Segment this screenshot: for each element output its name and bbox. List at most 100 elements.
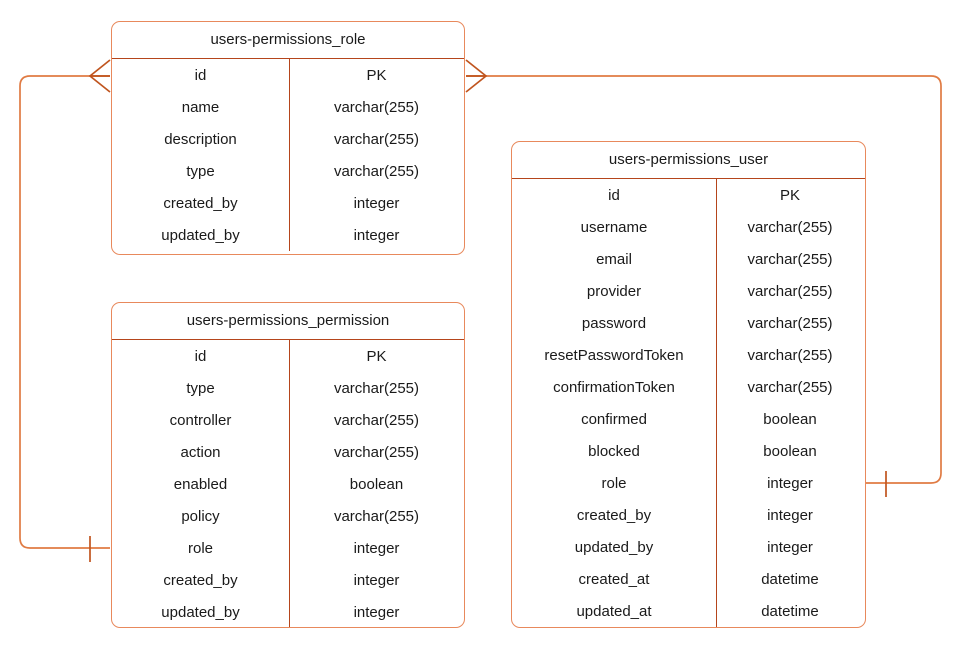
field-name: created_by (163, 194, 238, 212)
crowsfoot-many-right (465, 59, 488, 93)
field-type: boolean (763, 442, 817, 460)
field-row: policy varchar(255) (112, 500, 464, 532)
field-row: created_at datetime (512, 563, 865, 595)
field-name: id (608, 186, 620, 204)
field-type: integer (353, 539, 400, 557)
field-name: provider (586, 282, 642, 300)
field-type: varchar(255) (333, 130, 420, 148)
field-row: id PK (512, 179, 865, 211)
field-row: updated_by integer (112, 596, 464, 627)
field-name: username (580, 218, 648, 236)
field-row: type varchar(255) (112, 155, 464, 187)
field-row: password varchar(255) (512, 307, 865, 339)
field-row: blocked boolean (512, 435, 865, 467)
field-type: integer (353, 603, 400, 621)
field-name: description (164, 130, 237, 148)
field-type: varchar(255) (747, 346, 833, 364)
field-row: controller varchar(255) (112, 404, 464, 436)
field-name: role (601, 474, 627, 492)
field-type: integer (353, 226, 400, 244)
field-type: varchar(255) (333, 379, 420, 397)
field-name: name (181, 98, 220, 116)
field-row: enabled boolean (112, 468, 464, 500)
field-name: action (180, 443, 221, 461)
field-row: username varchar(255) (512, 211, 865, 243)
field-row: created_by integer (112, 187, 464, 219)
field-type: varchar(255) (333, 98, 420, 116)
field-type: integer (353, 571, 400, 589)
field-name: created_at (578, 570, 650, 588)
field-type: integer (767, 474, 813, 492)
entity-role-column-divider (289, 59, 290, 251)
field-type: varchar(255) (333, 507, 420, 525)
field-type: varchar(255) (333, 162, 420, 180)
field-name: id (194, 347, 207, 365)
field-type: PK (366, 66, 387, 84)
field-name: blocked (588, 442, 640, 460)
field-name: created_by (576, 506, 652, 524)
field-row: role integer (512, 467, 865, 499)
field-row: action varchar(255) (112, 436, 464, 468)
field-row: description varchar(255) (112, 123, 464, 155)
field-row: role integer (112, 532, 464, 564)
field-name: id (194, 66, 207, 84)
field-name: updated_by (161, 603, 240, 621)
entity-user-fields: id PK username varchar(255) email varcha… (512, 179, 865, 627)
field-row: confirmationToken varchar(255) (512, 371, 865, 403)
entity-user-column-divider (716, 179, 717, 627)
field-row: id PK (112, 59, 464, 91)
entity-permission-title: users-permissions_permission (112, 303, 464, 340)
field-name: policy (181, 507, 220, 525)
entity-permission-fields: id PK type varchar(255) controller varch… (112, 340, 464, 627)
entity-role[interactable]: users-permissions_role id PK name varcha… (111, 21, 465, 255)
field-type: PK (366, 347, 387, 365)
field-name: type (186, 379, 215, 397)
field-row: email varchar(255) (512, 243, 865, 275)
field-name: resetPasswordToken (544, 346, 684, 364)
field-name: type (186, 162, 215, 180)
entity-role-title: users-permissions_role (112, 22, 464, 59)
field-type: varchar(255) (747, 314, 833, 332)
field-type: varchar(255) (747, 250, 833, 268)
field-name: updated_by (574, 538, 654, 556)
field-name: password (581, 314, 647, 332)
field-row: name varchar(255) (112, 91, 464, 123)
field-row: created_by integer (112, 564, 464, 596)
field-type: datetime (761, 602, 819, 620)
field-type: boolean (349, 475, 404, 493)
field-row: updated_at datetime (512, 595, 865, 627)
field-row: type varchar(255) (112, 372, 464, 404)
field-type: PK (779, 186, 800, 204)
field-name: updated_at (576, 602, 652, 620)
field-type: integer (353, 194, 400, 212)
field-name: updated_by (161, 226, 240, 244)
field-row: confirmed boolean (512, 403, 865, 435)
field-row: updated_by integer (512, 531, 865, 563)
field-name: confirmationToken (553, 378, 675, 396)
entity-user-title: users-permissions_user (512, 142, 865, 179)
field-type: integer (767, 506, 813, 524)
field-row: resetPasswordToken varchar(255) (512, 339, 865, 371)
field-type: datetime (761, 570, 819, 588)
field-name: controller (169, 411, 232, 429)
field-name: role (187, 539, 213, 557)
field-name: email (596, 250, 632, 268)
field-type: varchar(255) (747, 218, 833, 236)
field-type: varchar(255) (747, 282, 833, 300)
field-row: provider varchar(255) (512, 275, 865, 307)
field-row: id PK (112, 340, 464, 372)
field-name: confirmed (581, 410, 647, 428)
field-type: varchar(255) (333, 443, 420, 461)
field-type: varchar(255) (747, 378, 833, 396)
connector-permission-role (19, 75, 110, 549)
entity-permission-column-divider (289, 340, 290, 627)
crowsfoot-many-left (88, 59, 111, 93)
field-name: enabled (173, 475, 228, 493)
field-row: updated_by integer (112, 219, 464, 251)
entity-permission[interactable]: users-permissions_permission id PK type … (111, 302, 465, 628)
entity-user[interactable]: users-permissions_user id PK username va… (511, 141, 866, 628)
field-type: boolean (763, 410, 817, 428)
entity-role-fields: id PK name varchar(255) description varc… (112, 59, 464, 251)
field-name: created_by (163, 571, 238, 589)
